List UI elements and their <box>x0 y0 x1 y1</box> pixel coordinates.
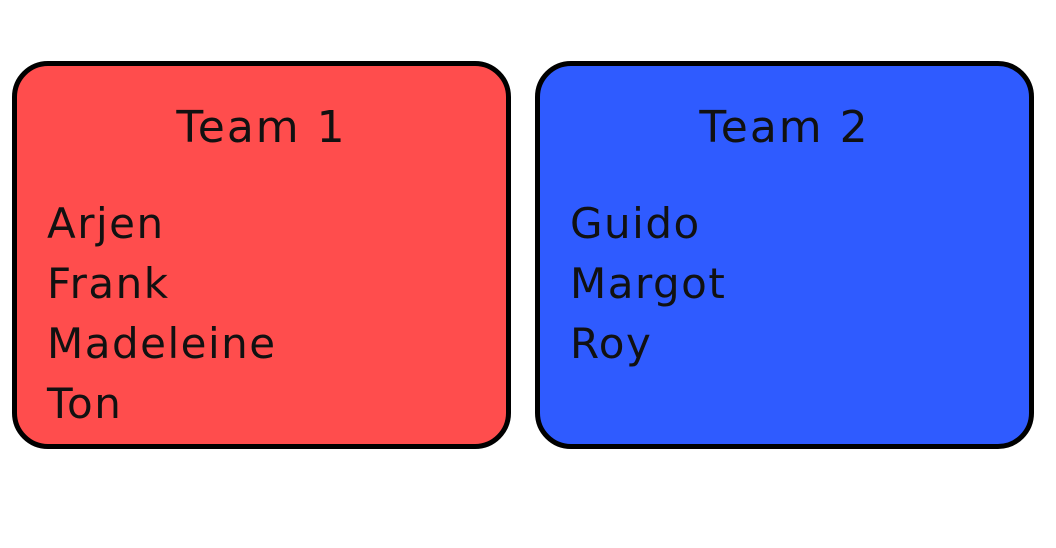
team-1-member: Madeleine <box>47 319 277 368</box>
team-2-member: Margot <box>570 259 727 308</box>
team-1-member: Arjen <box>47 199 165 248</box>
team-2-card: Team 2 Guido Margot Roy <box>535 61 1034 449</box>
team-2-member: Roy <box>570 319 653 368</box>
team-2-member-list: Guido Margot Roy <box>570 194 726 374</box>
team-1-member-list: Arjen Frank Madeleine Ton <box>47 194 277 434</box>
team-1-member: Ton <box>47 379 123 428</box>
team-2-member: Guido <box>570 199 701 248</box>
team-2-title: Team 2 <box>699 102 870 153</box>
team-1-member: Frank <box>47 259 170 308</box>
team-1-card: Team 1 Arjen Frank Madeleine Ton <box>12 61 511 449</box>
team-1-title: Team 1 <box>176 102 347 153</box>
